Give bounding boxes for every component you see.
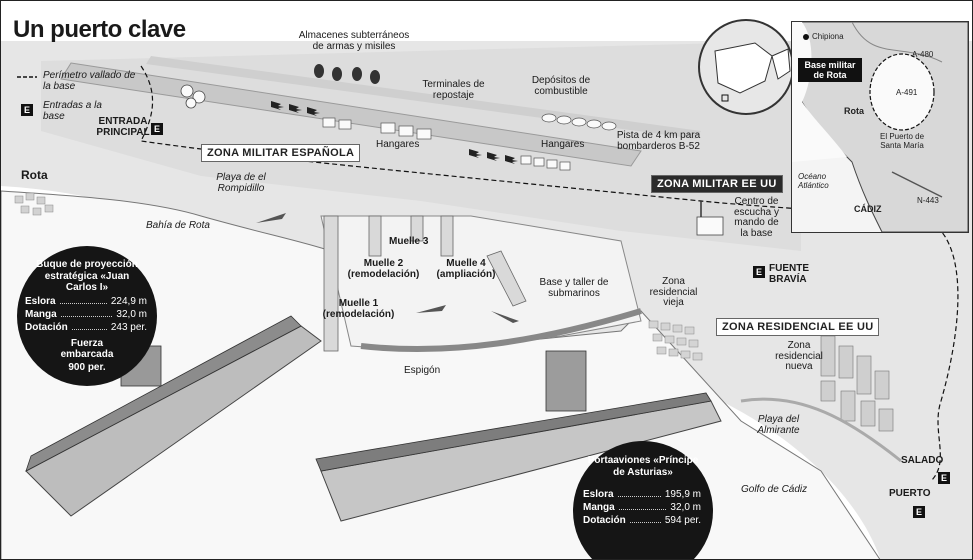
ship-juan-carlos-deck (25, 315, 302, 472)
pier-1 (323, 215, 339, 352)
inset-label-cadiz: CÁDIZ (854, 204, 882, 214)
label-muelle-4: Muelle 4 (ampliación) (436, 258, 496, 280)
ship2-spec-value: 594 per. (664, 515, 701, 526)
label-salado: SALADO (901, 455, 944, 466)
inset-label-base-rota: Base militar de Rota (798, 58, 862, 82)
entry-icon-puerto: E (913, 506, 925, 518)
ship-asturias-island (545, 350, 587, 412)
label-fuente-bravia: FUENTE BRAVÍA (769, 263, 809, 285)
infographic-title: Un puerto clave (13, 16, 186, 43)
residential-blocks (820, 335, 894, 432)
zone-tag-spanish: ZONA MILITAR ESPAÑOLA (201, 144, 361, 162)
ship1-spec-row: Eslora 224,9 m (25, 296, 147, 307)
iberia-globe-map (714, 42, 791, 102)
ship2-title: Portaaviones «Príncipe de Asturias» (587, 455, 699, 478)
label-playa-almirante: Playa del Almirante (757, 414, 800, 436)
label-depositos: Depósitos de combustible (531, 75, 591, 97)
entry-icon-salado: E (938, 472, 950, 484)
zone-tag-us-residential: ZONA RESIDENCIAL EE UU (716, 318, 880, 336)
ship2-spec-label: Eslora (583, 489, 614, 500)
pier-3 (410, 215, 424, 242)
ship2-spec-label: Dotación (583, 515, 626, 526)
ship1-info-circle: Buque de proyección estratégica «Juan Ca… (17, 246, 157, 386)
ship2-spec-label: Manga (583, 502, 615, 513)
ship2-info-circle: Portaaviones «Príncipe de Asturias» Eslo… (573, 441, 713, 559)
legend-entries-label: Entradas a la base (43, 100, 102, 122)
label-entrada-principal: ENTRADA PRINCIPAL (96, 116, 150, 138)
ship1-spec-list: Eslora 224,9 m Manga 32,0 m Dotación 243 pe… (25, 294, 147, 335)
inset-label-n443: N-443 (917, 196, 939, 205)
inset-label-a491: A-491 (896, 88, 918, 97)
inset-label-oceano: Océano Atlántico (798, 172, 829, 190)
ship2-spec-row: Eslora 195,9 m (583, 489, 701, 500)
label-espigon: Espigón (404, 365, 441, 376)
pier-4 (440, 215, 454, 257)
rota-town (14, 192, 54, 216)
iberia-globe (698, 19, 794, 115)
ship1-spec-row: Manga 32,0 m (25, 309, 147, 320)
ship1-spec-label: Eslora (25, 296, 56, 307)
ship-asturias-deck (315, 392, 712, 472)
label-puerto: PUERTO (889, 488, 931, 499)
fuel-tanks (541, 113, 617, 131)
entry-icon-fuente-bravia: E (753, 266, 765, 278)
label-hangares-2: Hangares (541, 139, 585, 150)
label-zona-res-vieja: Zona residencial vieja (649, 276, 698, 308)
ship2-spec-value: 32,0 m (670, 502, 701, 513)
label-bahia-rota: Bahía de Rota (146, 220, 210, 231)
label-zona-res-nueva: Zona residencial nueva (775, 340, 823, 372)
breakwater (360, 308, 642, 353)
label-almacenes: Almacenes subterráneos de armas y misile… (298, 30, 410, 52)
legend-perimeter-label: Perímetro vallado de la base (43, 70, 136, 92)
inset-label-rota: Rota (844, 106, 864, 116)
ship1-spec-value: 32,0 m (116, 309, 147, 320)
ship1-spec-row: Dotación 243 per. (25, 322, 147, 333)
old-residential-grid (648, 320, 703, 361)
entry-icon-principal: E (151, 123, 163, 135)
coastal-road (740, 397, 902, 463)
label-golfo-cadiz: Golfo de Cádiz (741, 484, 808, 495)
locator-inset: Chipiona Base militar de Rota A-480 A-49… (791, 21, 969, 233)
locator-inset-map (792, 22, 968, 232)
ship2-spec-row: Dotación 594 per. (583, 515, 701, 526)
runway (60, 62, 642, 167)
ship1-extra-label: Fuerza embarcada (60, 338, 114, 360)
label-muelle-1: Muelle 1 (remodelación) (322, 298, 395, 320)
ship1-title: Buque de proyección estratégica «Juan Ca… (36, 259, 138, 293)
small-warships (256, 213, 519, 323)
radar-dishes (180, 84, 206, 109)
submarine-pier (486, 250, 527, 307)
inset-label-el-puerto: El Puerto de Santa María (879, 132, 925, 150)
label-rota: Rota (21, 168, 48, 182)
ship2-spec-list: Eslora 195,9 m Manga 32,0 m Dotación 594 pe… (583, 487, 701, 528)
zone-tag-us-military: ZONA MILITAR EE UU (651, 175, 783, 193)
pier-2 (368, 215, 382, 257)
listening-center-building (696, 216, 724, 236)
label-muelle-2: Muelle 2 (remodelación) (347, 258, 420, 280)
label-playa-rompidillo: Playa de el Rompidillo (216, 172, 266, 194)
ship1-spec-value: 224,9 m (110, 296, 147, 307)
parked-aircraft (271, 101, 518, 164)
perimeter-fence (140, 65, 959, 482)
inset-label-chipiona: Chipiona (812, 32, 844, 41)
label-base-submarinos: Base y taller de submarinos (539, 277, 609, 299)
label-hangares-1: Hangares (376, 139, 420, 150)
legend-entry-icon: E (21, 104, 33, 116)
ship2-spec-row: Manga 32,0 m (583, 502, 701, 513)
label-centro-escucha: Centro de escucha y mando de la base (733, 196, 780, 239)
hangar-group-2 (520, 155, 571, 171)
ship1-spec-label: Dotación (25, 322, 68, 333)
hangar-group-1 (322, 117, 432, 140)
ship1-spec-label: Manga (25, 309, 57, 320)
ship1-extra-value: 900 per. (68, 362, 106, 373)
ship2-spec-value: 195,9 m (664, 489, 701, 500)
inset-label-a480: A-480 (912, 50, 934, 59)
label-pista: Pista de 4 km para bombarderos B-52 (616, 130, 701, 152)
ship1-spec-value: 243 per. (110, 322, 147, 333)
missile-storage (314, 64, 380, 84)
label-muelle-3: Muelle 3 (389, 236, 429, 247)
label-terminales: Terminales de repostaje (422, 79, 485, 101)
